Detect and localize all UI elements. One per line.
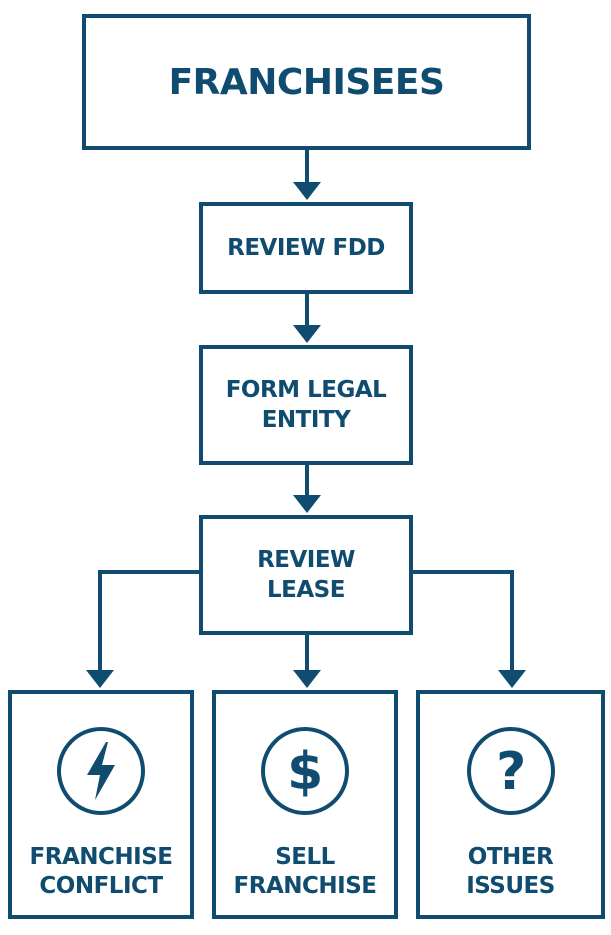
other-issues-box: ? OTHER ISSUES bbox=[416, 690, 605, 919]
svg-text:?: ? bbox=[496, 742, 526, 802]
arrowhead-fdd bbox=[293, 182, 321, 200]
question-mark-icon: ? bbox=[466, 727, 555, 815]
form-legal-entity-box: FORM LEGAL ENTITY bbox=[199, 345, 413, 465]
review-lease-label: REVIEW LEASE bbox=[257, 547, 355, 603]
franchise-conflict-box: FRANCHISE CONFLICT bbox=[8, 690, 194, 919]
connector-lease-to-other bbox=[413, 570, 514, 672]
arrowhead-sell bbox=[293, 670, 321, 688]
sell-franchise-box: $ SELL FRANCHISE bbox=[212, 690, 398, 919]
franchise-conflict-label: FRANCHISE CONFLICT bbox=[29, 844, 173, 899]
connector-lease-to-conflict bbox=[98, 570, 199, 672]
lightning-bolt-icon bbox=[57, 727, 145, 815]
review-lease-box: REVIEW LEASE bbox=[199, 515, 413, 635]
form-legal-entity-label: FORM LEGAL ENTITY bbox=[225, 377, 387, 433]
arrowhead-entity bbox=[293, 325, 321, 343]
arrowhead-other bbox=[498, 670, 526, 688]
sell-franchise-label: SELL FRANCHISE bbox=[233, 844, 377, 899]
dollar-sign-icon: $ bbox=[261, 727, 349, 815]
review-fdd-box: REVIEW FDD bbox=[199, 202, 413, 294]
other-issues-label: OTHER ISSUES bbox=[466, 844, 555, 899]
review-fdd-label: REVIEW FDD bbox=[227, 235, 385, 261]
franchisees-label: FRANCHISEES bbox=[168, 61, 445, 103]
franchisees-box: FRANCHISEES bbox=[82, 14, 531, 150]
arrowhead-conflict bbox=[86, 670, 114, 688]
arrowhead-lease bbox=[293, 495, 321, 513]
svg-text:$: $ bbox=[287, 742, 323, 802]
